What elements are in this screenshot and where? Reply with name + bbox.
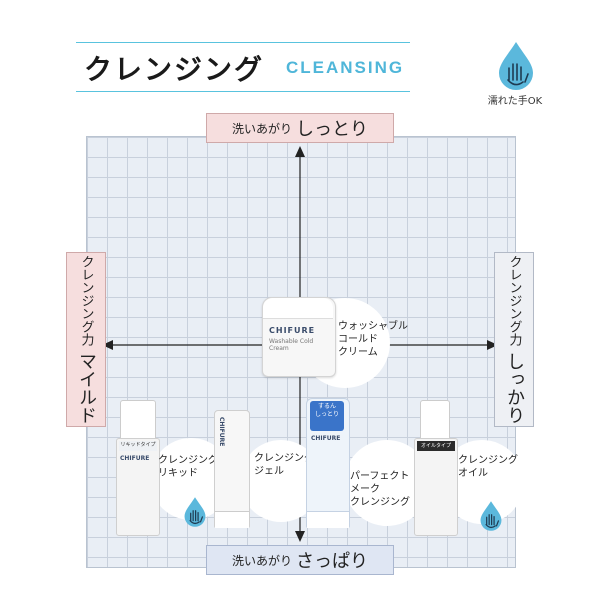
axis-label-refreshing-big: さっぱり bbox=[296, 551, 368, 572]
perfect-make-name: パーフェクト メーク クレンジング bbox=[350, 471, 410, 508]
axis-label-strong-big: しっかり bbox=[504, 352, 525, 424]
liquid-pump bbox=[120, 400, 156, 442]
oil-pump bbox=[420, 400, 450, 442]
wet-hands-ok-icon bbox=[499, 42, 533, 90]
cold-cream-name: ウォッシャブル コールド クリーム bbox=[338, 321, 408, 358]
axis-label-strong-small: クレンジング力 bbox=[506, 255, 522, 346]
perfect-make-brand: CHIFURE bbox=[311, 435, 341, 442]
liquid-name: クレンジング リキッド bbox=[158, 455, 218, 479]
gel-brand: CHIFURE bbox=[218, 417, 225, 447]
gel-name: クレンジング ジェル bbox=[254, 453, 314, 477]
title-top-rule bbox=[76, 42, 410, 43]
page-title: クレンジング bbox=[84, 53, 265, 86]
axis-label-moist: 洗いあがり しっとり bbox=[206, 113, 394, 143]
liquid-brand: CHIFURE bbox=[120, 455, 150, 462]
axis-label-moist-big: しっとり bbox=[296, 119, 368, 140]
axis-label-mild: クレンジング力 マイルド bbox=[66, 252, 106, 427]
axis-label-mild-small: クレンジング力 bbox=[78, 255, 94, 346]
perfect-make-tube: するん しっとり CHIFURE bbox=[306, 398, 350, 528]
title-bottom-rule bbox=[76, 91, 410, 92]
liquid-wet-hands-icon bbox=[184, 497, 206, 527]
perfect-make-tag: するん しっとり bbox=[310, 401, 344, 431]
cold-cream-product: CHIFURE Washable Cold Cream bbox=[262, 297, 336, 377]
axis-label-mild-big: マイルド bbox=[76, 352, 97, 424]
page-title-english: CLEANSING bbox=[286, 58, 405, 77]
liquid-bottle: リキッドタイプ CHIFURE bbox=[116, 438, 160, 536]
perfect-make-cap bbox=[307, 511, 349, 528]
cold-cream-lid bbox=[263, 298, 333, 319]
gel-cap bbox=[215, 511, 249, 528]
axis-label-strong: クレンジング力 しっかり bbox=[494, 252, 534, 427]
oil-wet-hands-icon bbox=[480, 501, 502, 531]
axis-label-refreshing: 洗いあがり さっぱり bbox=[206, 545, 394, 575]
oil-bottle: オイルタイプ bbox=[414, 438, 458, 536]
wet-hands-ok-label: 濡れた手OK bbox=[487, 96, 543, 107]
axis-label-refreshing-small: 洗いあがり bbox=[231, 553, 292, 568]
cold-cream-brand: CHIFURE bbox=[269, 326, 316, 335]
oil-tag: オイルタイプ bbox=[417, 441, 455, 451]
liquid-tag: リキッドタイプ bbox=[119, 441, 157, 451]
oil-name: クレンジング オイル bbox=[458, 455, 518, 479]
cold-cream-package-text: Washable Cold Cream bbox=[269, 338, 314, 352]
gel-tube: CHIFURE bbox=[214, 410, 250, 528]
axis-label-moist-small: 洗いあがり bbox=[231, 121, 292, 136]
